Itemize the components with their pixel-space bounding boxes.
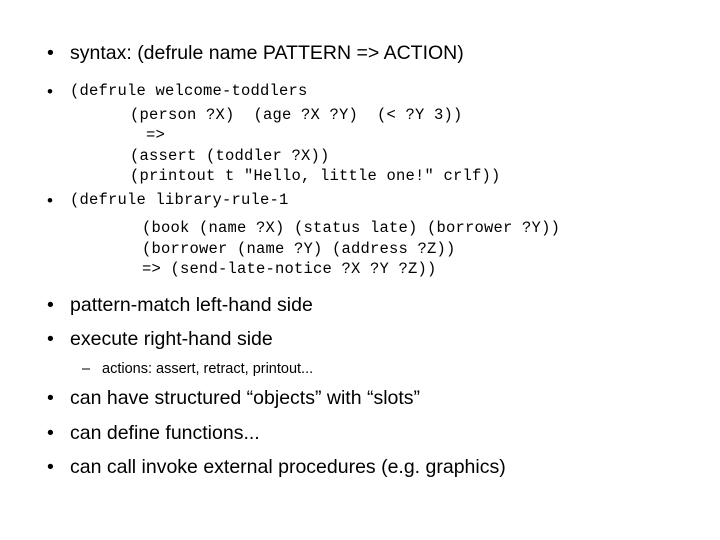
bullet-icon: • [47,387,54,410]
bullet-icon: • [47,81,54,101]
code-line-welcome-2: => [146,126,166,145]
list-item-pattern-match: • pattern-match left-hand side [34,293,692,316]
code-line-welcome-3: (assert (toddler ?X)) [130,146,330,165]
execute-rhs-text: execute right-hand side [70,328,273,351]
bullet-icon: • [47,328,54,351]
code-line-library-3: => (send-late-notice ?X ?Y ?Z)) [142,260,437,279]
bullet-icon: • [47,42,54,64]
list-item-actions: – actions: assert, retract, printout... [34,360,692,377]
actions-text: actions: assert, retract, printout... [102,360,314,377]
bullet-icon: • [47,293,54,316]
list-item-defrule-welcome: • (defrule welcome-toddlers [34,81,692,101]
call-external-text: can call invoke external procedures (e.g… [70,456,506,479]
defrule-welcome-text: (defrule welcome-toddlers [70,81,308,100]
spacer [34,208,692,218]
list-item-syntax: • syntax: (defrule name PATTERN => ACTIO… [34,42,692,64]
dash-bullet-icon: – [82,360,91,377]
pattern-match-text: pattern-match left-hand side [70,293,313,316]
spacer [34,64,692,84]
code-line-library-1: (book (name ?X) (status late) (borrower … [142,219,561,238]
bullet-icon: • [47,421,54,444]
code-line-welcome-1: (person ?X) (age ?X ?Y) (< ?Y 3)) [130,106,463,124]
code-line-welcome-4: (printout t "Hello, little one!" crlf)) [130,167,501,186]
slide-content-list: • syntax: (defrule name PATTERN => ACTIO… [34,42,692,479]
syntax-text: syntax: (defrule name PATTERN => ACTION) [70,42,464,64]
list-item-define-functions: • can define functions... [34,421,692,444]
list-item-call-external: • can call invoke external procedures (e… [34,456,692,479]
bullet-icon: • [47,190,54,210]
define-functions-text: can define functions... [70,421,260,444]
list-item-defrule-library: • (defrule library-rule-1 [34,190,692,210]
defrule-library-text: (defrule library-rule-1 [70,190,289,209]
code-line-library-2: (borrower (name ?Y) (address ?Z)) [142,239,456,258]
list-item-execute-rhs: • execute right-hand side [34,328,692,351]
structured-objects-text: can have structured “objects” with “slot… [70,387,421,410]
list-item-structured-objects: • can have structured “objects” with “sl… [34,387,692,410]
bullet-icon: • [47,456,54,479]
